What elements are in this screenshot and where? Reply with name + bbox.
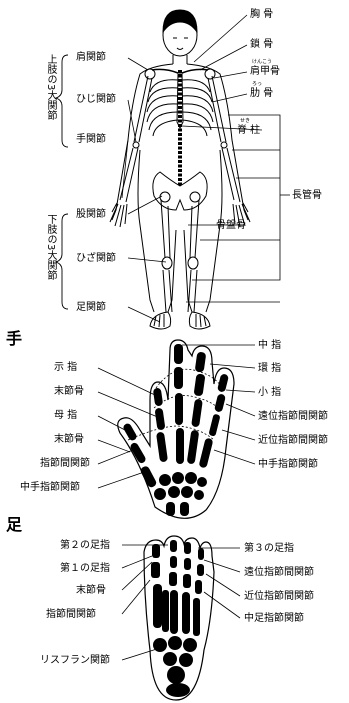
left-hand: [110, 203, 127, 227]
long-bone-label: 長管骨: [292, 190, 322, 201]
spine-label: 脊 柱: [237, 125, 260, 136]
body-outline: [112, 64, 248, 312]
third-toe-label: 第３の足指: [244, 543, 294, 554]
knee-joint-label: ひざ関節: [76, 253, 116, 264]
wrist-joint-label: 手関節: [76, 134, 106, 145]
thumb-label: 母 指: [54, 410, 77, 421]
foot-dip-joint-label: 遠位指節間関節: [244, 567, 314, 578]
dip-joint-label: 遠位指節間関節: [258, 411, 328, 422]
first-toe-label: 第１の足指: [60, 563, 110, 574]
foot-distal-phalanx-label: 末節骨: [76, 585, 106, 596]
hair: [163, 10, 197, 32]
hand-title: 手: [6, 330, 22, 348]
foot-pip-joint-label: 近位指節間関節: [244, 591, 314, 602]
elbow-joint-label: ひじ関節: [76, 94, 116, 105]
interphalangeal-joint-label: 指節間関節: [40, 458, 90, 469]
rib-label: 肋 骨: [250, 88, 273, 99]
index-finger-label: 示 指: [54, 362, 77, 373]
right-foot: [189, 312, 210, 329]
foot-diagram: [144, 536, 214, 700]
distal-phalanx-label-2: 末節骨: [54, 434, 84, 445]
lisfranc-joint-label: リスフラン関節: [40, 655, 110, 666]
chest-bone-label: 胸 骨: [250, 9, 273, 20]
ankle-joint-label: 足関節: [76, 302, 106, 313]
hand-diagram: [118, 340, 234, 518]
distal-phalanx-label-1: 末節骨: [54, 386, 84, 397]
foot-interphalangeal-joint-label: 指節間関節: [46, 609, 96, 620]
mcp-joint-label-right: 中手指節関節: [258, 459, 318, 470]
middle-finger-label: 中 指: [258, 340, 281, 351]
second-toe-label: 第２の足指: [60, 540, 110, 551]
spine-ruby: せき: [240, 118, 250, 124]
scapula-label: 肩甲骨: [250, 66, 280, 77]
left-foot: [150, 312, 171, 329]
hip-joint-label: 股関節: [76, 209, 106, 220]
little-finger-label: 小 指: [258, 387, 281, 398]
mtp-joint-label: 中足指節関節: [244, 613, 304, 624]
scapula-ruby: けんこう: [252, 59, 272, 65]
collarbone-label: 鎖 骨: [250, 39, 273, 50]
mcp-joint-label-left: 中手指節関節: [20, 482, 80, 493]
foot-title: 足: [6, 516, 22, 534]
upper-limb-group-label: 上肢の3大関節: [44, 54, 56, 120]
rib-ruby: ろっ: [252, 81, 262, 87]
shoulder-joint-label: 肩関節: [76, 52, 106, 63]
pelvis-label: 骨盤骨: [216, 220, 246, 231]
ring-finger-label: 環 指: [258, 363, 281, 374]
pip-joint-label: 近位指節間関節: [258, 435, 328, 446]
lower-limb-group-label: 下肢の3大関節: [44, 214, 56, 280]
